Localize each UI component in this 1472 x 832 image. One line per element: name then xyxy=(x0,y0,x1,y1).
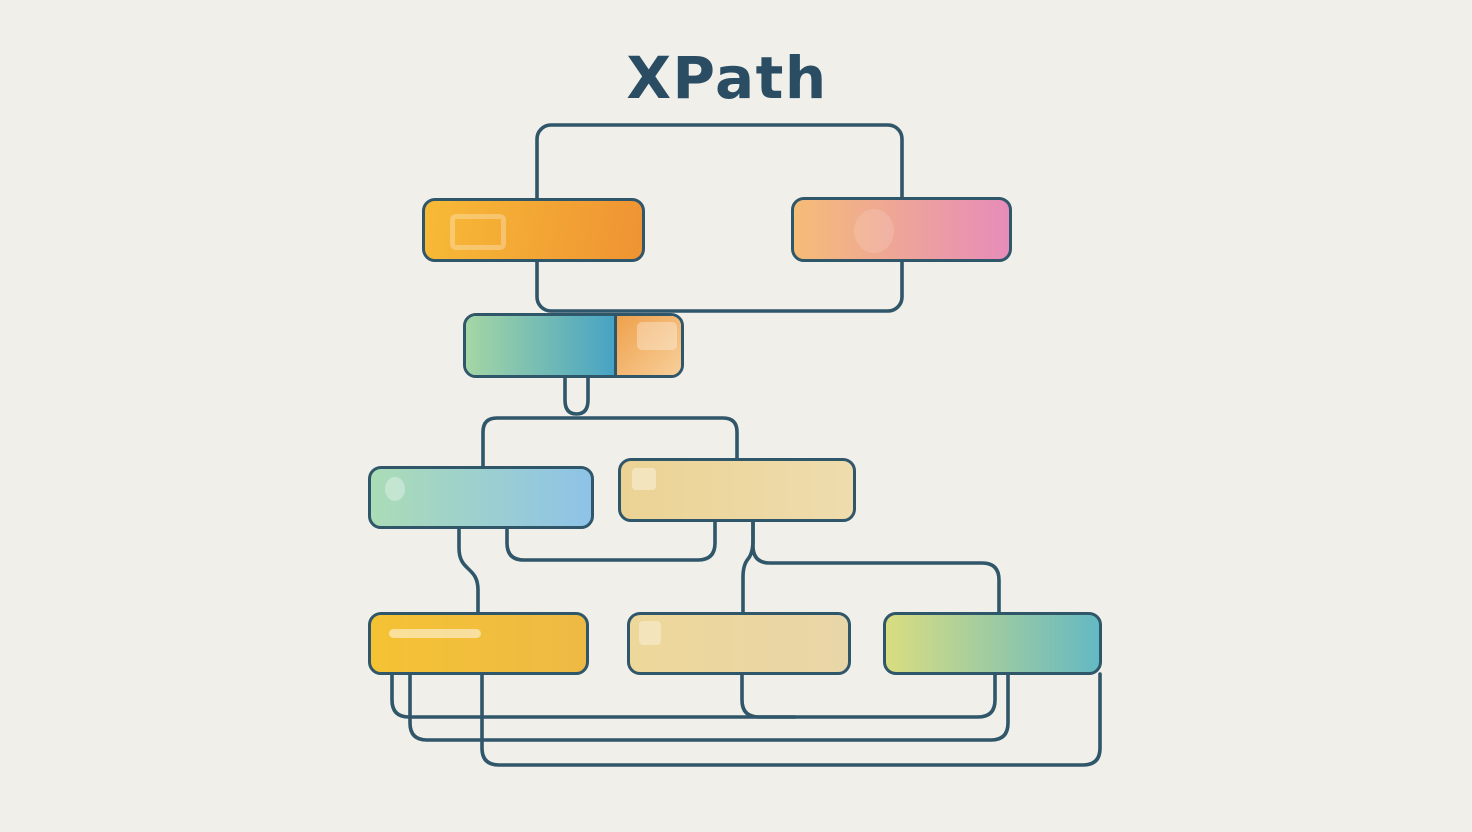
node-inner-highlight xyxy=(639,621,661,645)
node-row3-tan xyxy=(618,458,856,522)
node-mid-teal-segment xyxy=(466,316,614,375)
node-top-left-orange xyxy=(422,198,645,262)
node-inner-highlight xyxy=(385,477,405,501)
node-mid-orange-attachment xyxy=(614,316,681,375)
node-inner-highlight xyxy=(854,209,894,253)
connector-row3-to-green xyxy=(751,519,1001,614)
node-row3-blue xyxy=(368,466,594,529)
node-inner-streak xyxy=(389,629,481,638)
connector-bottom-u3 xyxy=(480,672,1102,767)
connector-row3-u xyxy=(505,520,717,562)
node-inner-ghost-rect xyxy=(450,214,506,250)
node-top-right-pink xyxy=(791,197,1012,262)
connector-bottom-u1 xyxy=(390,672,997,719)
connector-row3-bracket xyxy=(481,416,739,469)
connector-row4-mid-drop xyxy=(740,672,797,719)
connector-mid-loop xyxy=(563,375,590,416)
connector-row3-to-row4-mid xyxy=(741,519,755,615)
node-inner-highlight xyxy=(632,468,656,490)
connector-bottom-u2 xyxy=(408,672,1010,742)
node-mid-teal-with-attachment xyxy=(463,313,684,378)
node-row4-green xyxy=(883,612,1102,675)
node-row4-tan xyxy=(627,612,851,675)
node-inner-tab-highlight xyxy=(637,322,677,350)
diagram-title: XPath xyxy=(626,44,828,112)
node-row4-yellow xyxy=(368,612,589,675)
connector-row3-to-row4-s xyxy=(457,527,480,615)
